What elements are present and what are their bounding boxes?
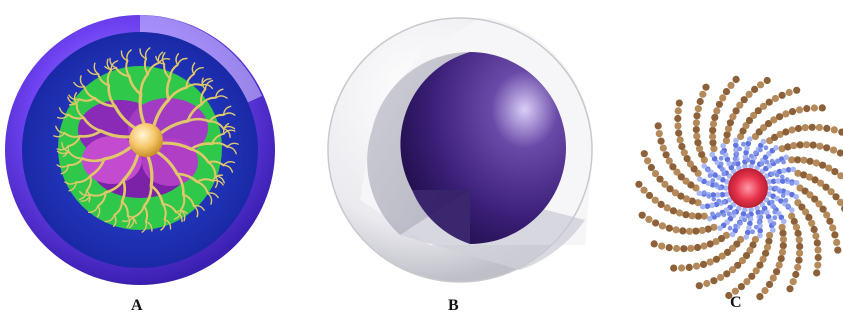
core-sphere [400, 52, 566, 244]
panel-label-c: C [730, 294, 743, 311]
panel-c-illustration [635, 75, 843, 301]
polymer-chains [635, 75, 843, 301]
dendrimer-branches [53, 47, 239, 233]
micelle-core [728, 168, 768, 208]
panel-a-illustration [5, 15, 275, 285]
panel-label-a: A [131, 297, 144, 314]
panel-b-illustration [327, 17, 593, 283]
panel-label-b: B [448, 297, 460, 314]
core-sphere [129, 123, 163, 157]
hydrophilic-corona [696, 136, 800, 240]
